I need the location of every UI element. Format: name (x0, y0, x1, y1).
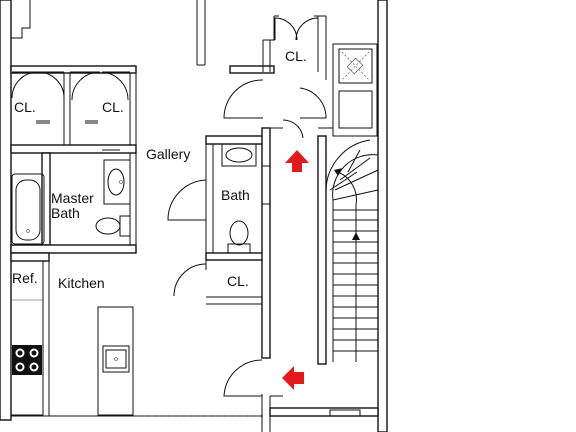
red-arrow-left-icon (282, 366, 304, 390)
sink-icon (221, 143, 257, 167)
stair-arrow-icon (334, 168, 360, 240)
stairs (329, 149, 379, 362)
bath-label: Bath (221, 187, 250, 203)
sink-icon (102, 345, 130, 373)
sink-icon (103, 159, 131, 205)
gallery-label: Gallery (146, 146, 190, 162)
closet-left-2-label: CL. (102, 99, 124, 115)
kitchen-label: Kitchen (58, 275, 105, 291)
doors (11, 17, 361, 417)
fixtures (10, 51, 379, 416)
red-arrow-up-icon (285, 150, 309, 172)
closet-top-label: CL. (285, 48, 307, 64)
closet-left-1-label: CL. (14, 99, 36, 115)
ref-label: Ref. (12, 270, 38, 286)
master-bath-label-line2: Bath (51, 205, 80, 221)
toilet-icon (227, 220, 251, 254)
master-bath-label-line1: Master (51, 190, 94, 206)
room-labels: CL. CL. CL. Gallery Master Bath Bath CL.… (12, 48, 307, 291)
bathtub-icon (11, 173, 45, 245)
skylight-icon (341, 51, 370, 81)
toilet-icon (95, 215, 131, 237)
walls (0, 0, 388, 432)
range-burners-icon (12, 345, 42, 375)
closet-hall-label: CL. (227, 273, 249, 289)
